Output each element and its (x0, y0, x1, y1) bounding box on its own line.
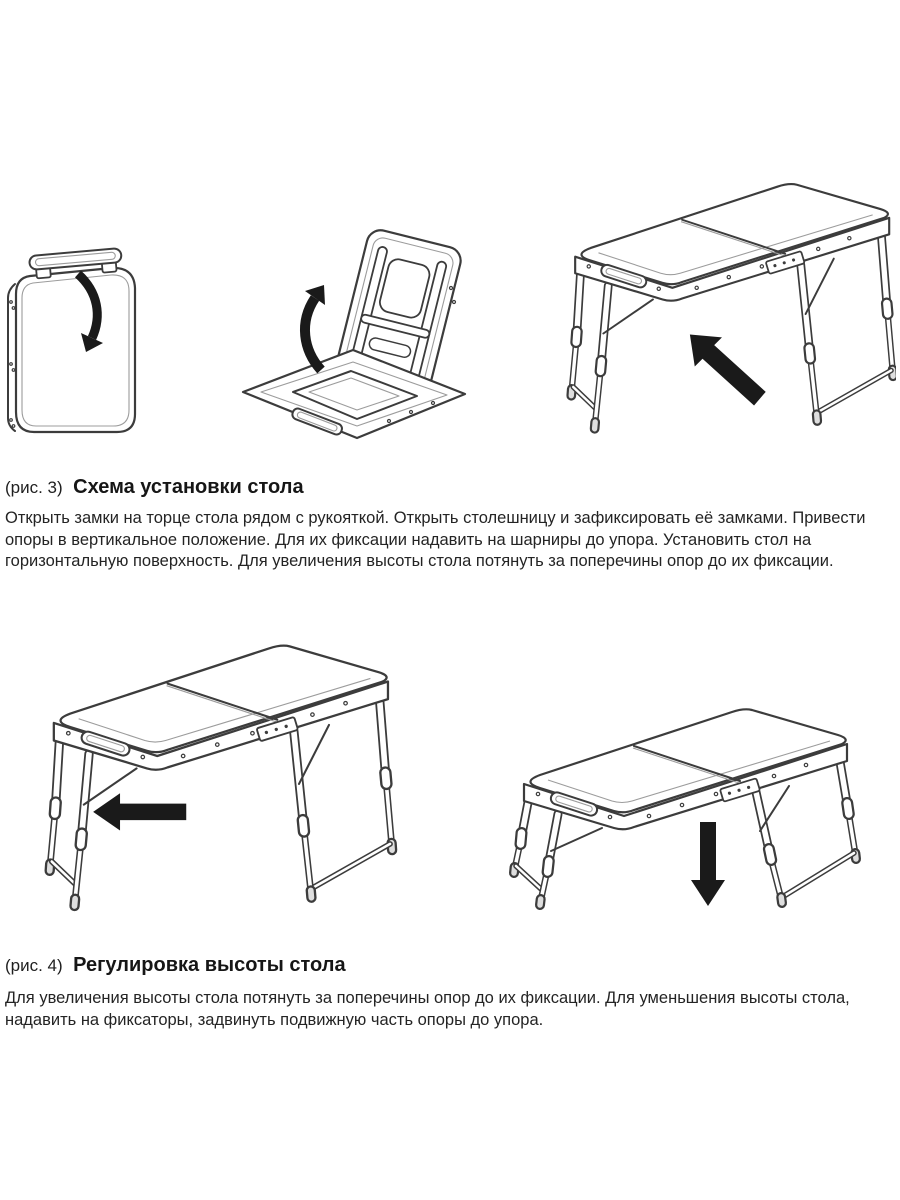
opening-case-illustration (241, 229, 467, 440)
case-tray (241, 348, 467, 440)
figure-4-heading: (рис. 4) Регулировка высоты стола (5, 954, 346, 977)
folded-case-illustration (7, 247, 137, 434)
lowered-table-illustration (509, 708, 861, 910)
lower-arrow-icon (691, 822, 725, 906)
figure-4-title: Регулировка высоты стола (73, 954, 346, 976)
raise-arrow-icon (93, 793, 187, 831)
fold-down-arrow-icon (74, 270, 103, 352)
figure-3-title: Схема установки стола (73, 476, 304, 498)
figure-4-description: Для увеличения высоты стола потянуть за … (5, 989, 850, 1029)
table-handle (549, 791, 599, 817)
tray-handle (291, 407, 343, 436)
open-up-arrow-icon (300, 285, 325, 374)
install-arrow-icon (689, 334, 766, 406)
assembled-table-illustration (546, 172, 896, 460)
figure-4-label: (рис. 4) (5, 956, 63, 975)
figure-3-label: (рис. 3) (5, 478, 63, 497)
figure-3-heading: (рис. 3) Схема установки стола (5, 476, 304, 499)
table-top (522, 708, 849, 831)
figure-3-description: Открыть замки на торце стола рядом с рук… (5, 509, 866, 570)
hinge-plate (719, 777, 761, 803)
case-handle (28, 247, 123, 280)
case-body (7, 247, 137, 434)
raised-table-illustration (16, 636, 402, 936)
